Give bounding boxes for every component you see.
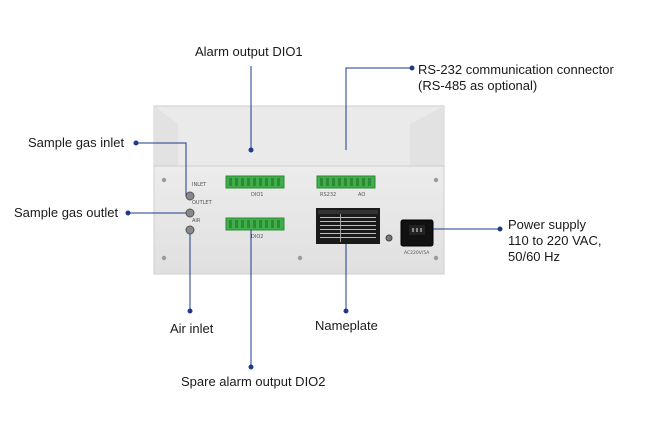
callout-rs232-connector: RS-232 communication connector (RS-485 a… xyxy=(418,62,614,94)
panel-label-rs232: RS232 xyxy=(320,192,336,198)
nameplate-plate xyxy=(316,208,380,244)
panel-label-air: AIR xyxy=(192,218,201,224)
leader-dot-icon xyxy=(125,210,131,216)
callout-power-line3: 50/60 Hz xyxy=(508,249,561,264)
leader-dot-icon xyxy=(343,308,349,314)
panel-label-dio2: DIO2 xyxy=(251,234,263,240)
panel-label-dio1: DIO1 xyxy=(251,192,263,198)
rs232-terminal-block: RS232 AO xyxy=(316,175,376,198)
callout-rs232-line1: RS-232 communication connector xyxy=(418,62,614,77)
screw-icon xyxy=(433,177,439,183)
callout-spare-alarm-output-dio2: Spare alarm output DIO2 xyxy=(181,374,326,389)
screw-icon xyxy=(161,177,167,183)
screws xyxy=(161,177,439,261)
fuse-holder xyxy=(385,234,393,242)
callout-power-line1: Power supply xyxy=(508,217,587,232)
sample-gas-inlet-port xyxy=(185,191,195,201)
leader-dot-icon xyxy=(248,147,254,153)
leader-dot-icon xyxy=(187,308,193,314)
gas-fittings: INLET OUTLET AIR xyxy=(185,182,213,235)
air-inlet-port xyxy=(185,225,195,235)
callout-power-supply: Power supply 110 to 220 VAC, 50/60 Hz xyxy=(508,217,601,265)
callout-sample-gas-inlet: Sample gas inlet xyxy=(28,135,125,150)
screw-icon xyxy=(433,255,439,261)
dio1-terminal-block: DIO1 xyxy=(225,175,285,198)
callout-sample-gas-outlet: Sample gas outlet xyxy=(14,205,119,220)
leader-dot-icon xyxy=(248,364,254,370)
callout-nameplate: Nameplate xyxy=(315,318,378,333)
leader-lines xyxy=(125,65,503,370)
panel-label-outlet: OUTLET xyxy=(192,200,213,206)
dio2-terminal-block: DIO2 xyxy=(225,217,285,240)
leader-dot-icon xyxy=(133,140,139,146)
screw-icon xyxy=(161,255,167,261)
panel-label-inlet: INLET xyxy=(192,182,207,188)
power-inlet: AC220V/5A xyxy=(400,219,434,256)
callout-alarm-output-dio1: Alarm output DIO1 xyxy=(195,44,303,59)
screw-icon xyxy=(297,255,303,261)
leader-dot-icon xyxy=(497,226,503,232)
callout-power-line2: 110 to 220 VAC, xyxy=(508,233,602,248)
leader-dot-icon xyxy=(409,65,415,71)
panel-label-power-rating: AC220V/5A xyxy=(404,250,430,256)
callout-air-inlet: Air inlet xyxy=(170,321,214,336)
callout-rs232-line2: (RS-485 as optional) xyxy=(418,78,538,93)
panel-label-ao: AO xyxy=(358,192,365,198)
device-body xyxy=(153,105,446,275)
sample-gas-outlet-port xyxy=(185,208,195,218)
